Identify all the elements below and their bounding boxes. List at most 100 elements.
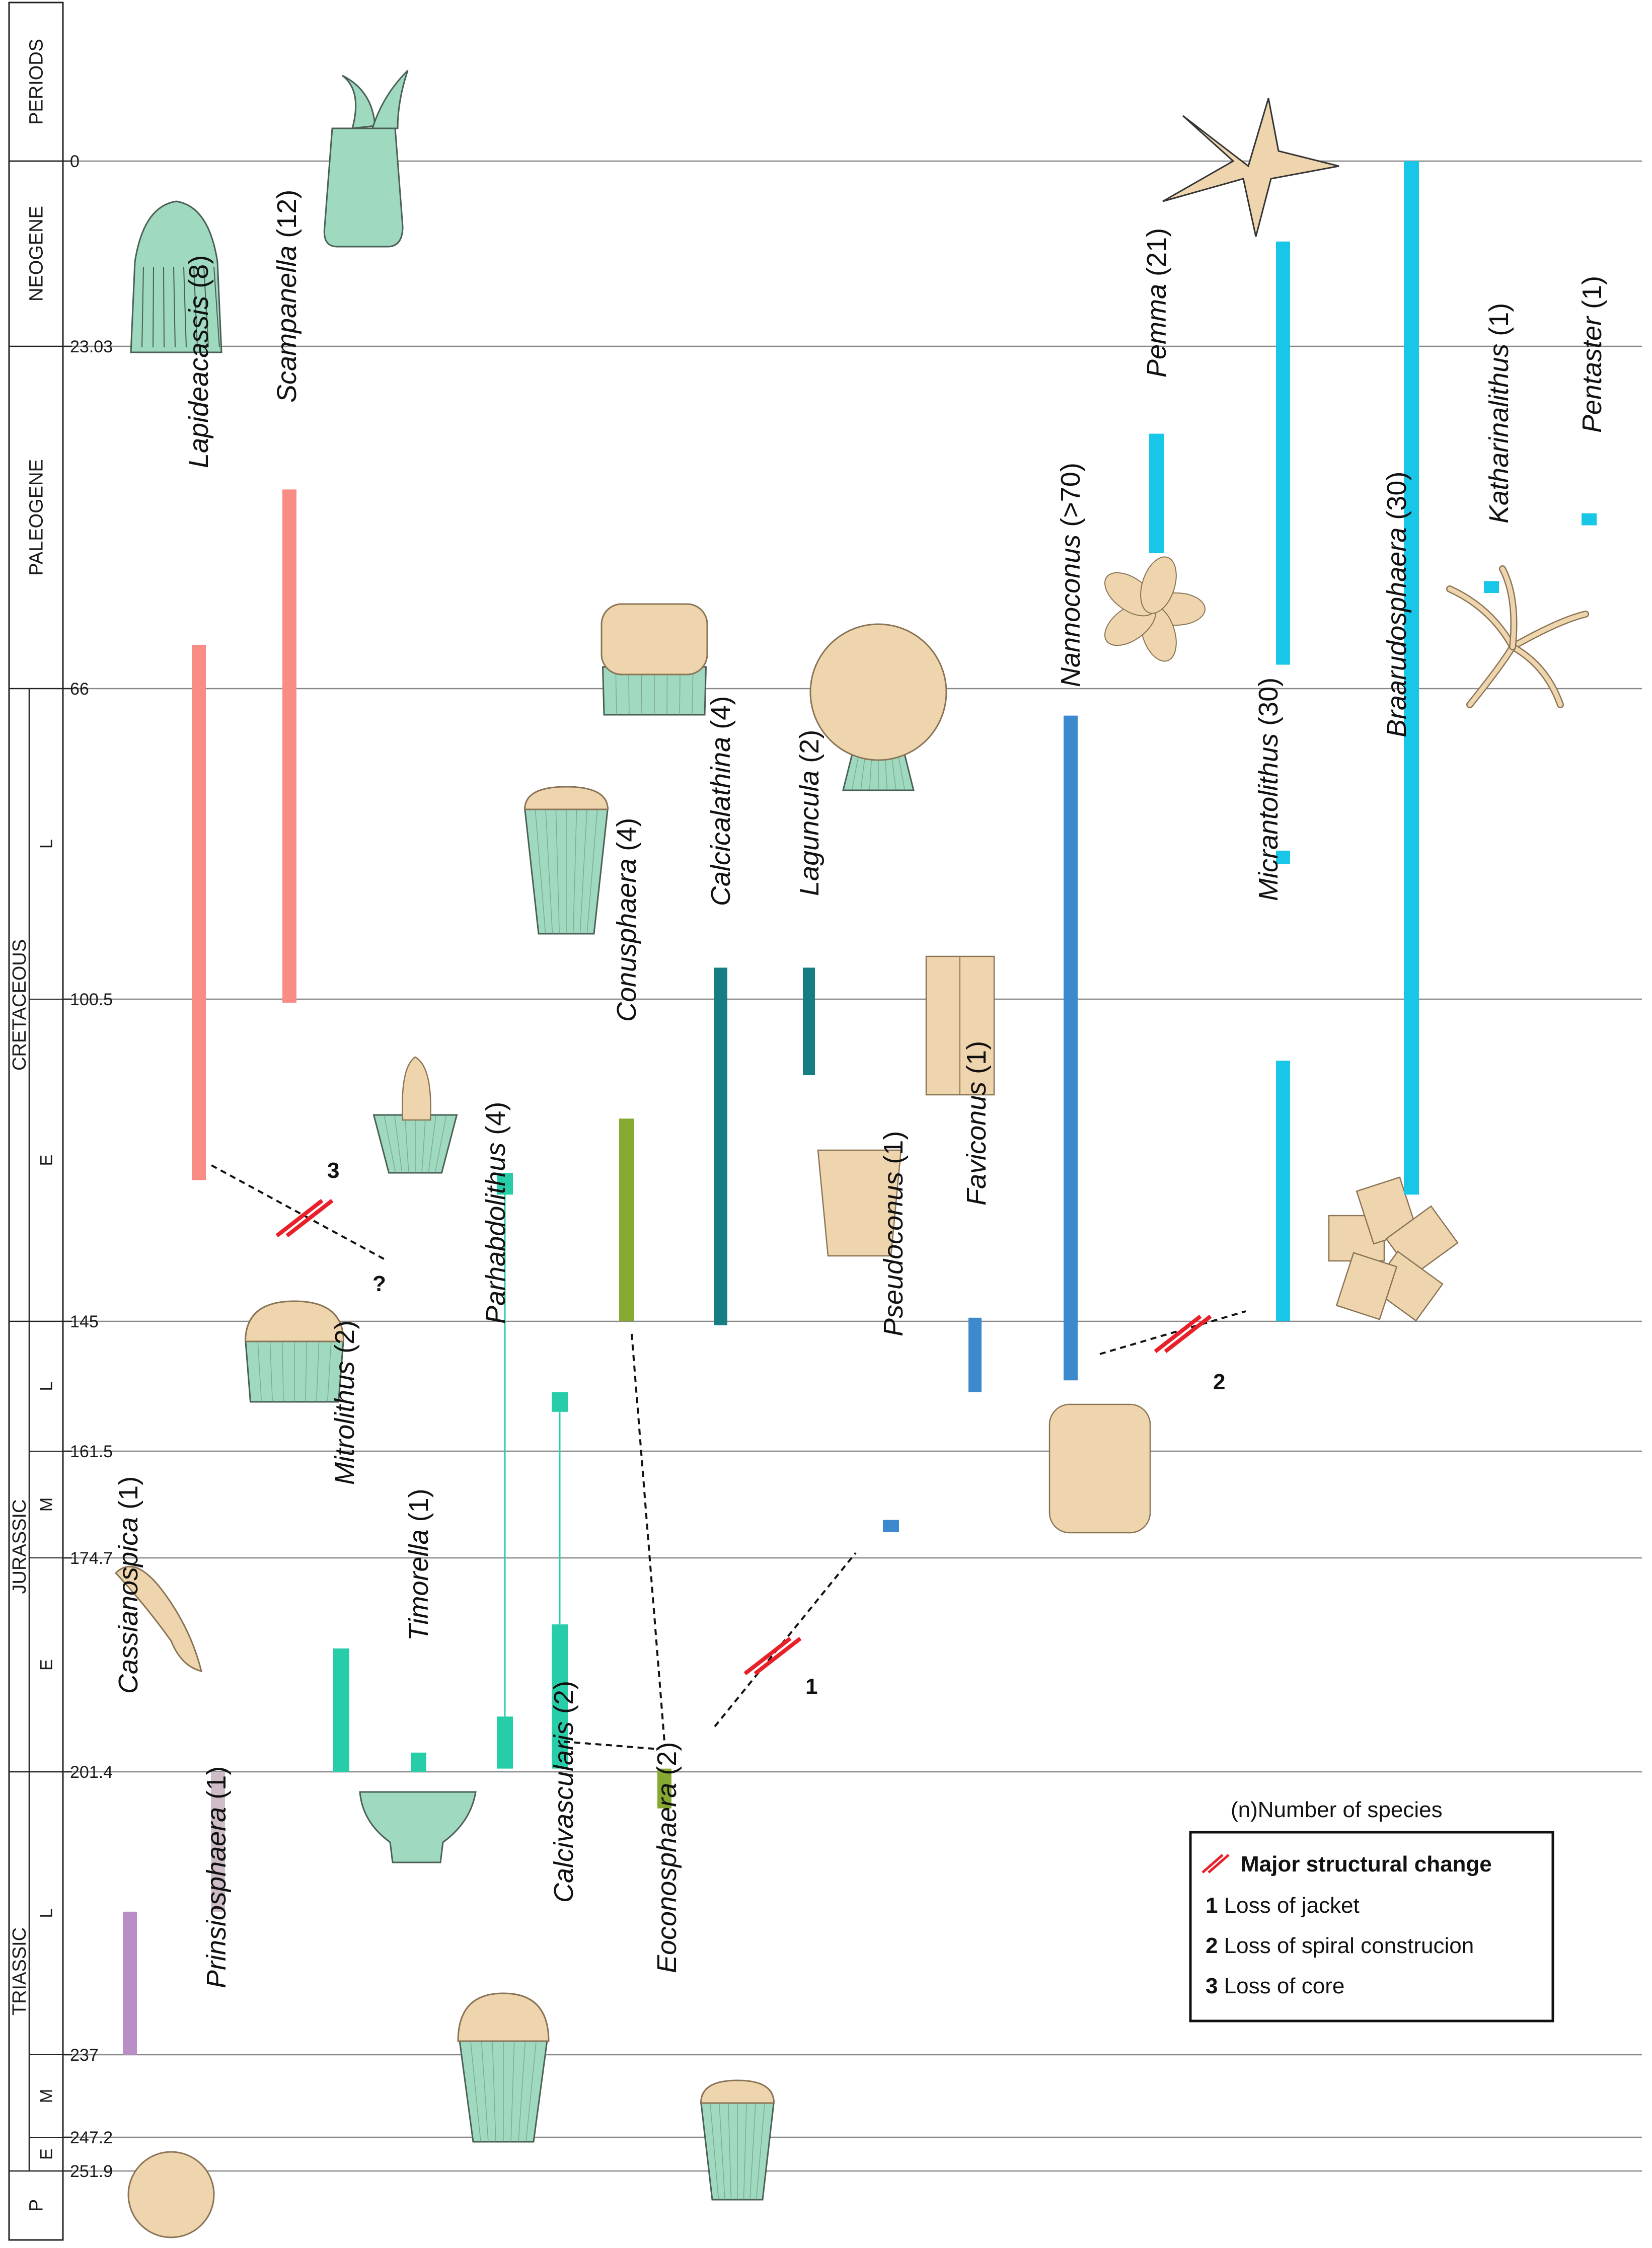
conusphaera-name: Conusphaera <box>612 859 642 1022</box>
faviconus-count: (1) <box>961 1041 992 1082</box>
legend-item-number: 1 <box>1206 1893 1218 1918</box>
scampanella-label: Scampanella (12) <box>272 190 302 403</box>
lapideacassis-name: Lapideacassis <box>184 296 214 468</box>
lapideacassis-label: Lapideacassis (8) <box>184 255 214 468</box>
y-tick-label: 66 <box>70 680 89 699</box>
mitrolithus-illustration-ridge <box>327 1338 332 1402</box>
parhabdolithus-base-illustration-ridge <box>428 1114 436 1173</box>
legend-item-text: Loss of spiral construcion <box>1218 1933 1474 1958</box>
katharinalithus-arm <box>1510 612 1588 649</box>
conusphaera-count: (4) <box>612 818 642 859</box>
break-stroke <box>285 1198 334 1238</box>
period-label-paleogene: PALEOGENE <box>26 459 47 576</box>
epoch-label-l: L <box>37 839 56 849</box>
mitrolithus-range-bar <box>333 1648 349 1772</box>
lineage-dashed-line <box>211 1164 388 1262</box>
eoconosphaera-illustration-ridge <box>709 2101 719 2200</box>
pemma-rosette-illustration <box>1104 556 1206 662</box>
eoconosphaera-illustration <box>700 2101 775 2201</box>
katharinalithus-name: Katharinalithus <box>1484 344 1514 523</box>
mitrolithus-count: (2) <box>330 1320 360 1361</box>
parhabdolithus-range-bar <box>497 1716 513 1769</box>
conusphaera-label: Conusphaera (4) <box>612 818 642 1022</box>
legend-item-number: 3 <box>1206 1974 1218 1998</box>
laguncula-ring-illustration-ridge <box>897 755 906 791</box>
laguncula-sphere-illustration <box>809 623 947 761</box>
eoconosphaera-illustration-ridge <box>728 2101 732 2200</box>
faviconus-label: Faviconus (1) <box>961 1041 992 1206</box>
laguncula-label: Laguncula (2) <box>794 730 824 896</box>
faviconus-range-bar <box>968 1317 982 1392</box>
lapideacassis-ridge <box>173 266 176 348</box>
mitrolithus-illustration-ridge <box>269 1338 273 1402</box>
legend-item-1: 1 Loss of jacket <box>1206 1893 1360 1918</box>
structural-change-label-2: 2 <box>1213 1370 1225 1394</box>
break-stroke <box>1154 1314 1202 1354</box>
pseudoconus-count: (1) <box>878 1131 909 1172</box>
pentaster-name: Pentaster <box>1577 316 1607 433</box>
scampanella-count: (12) <box>272 190 302 246</box>
calcivascularis-range-bar <box>552 1624 568 1769</box>
laguncula-ring-illustration-ridge <box>860 755 866 791</box>
eoconosphaera-range-bar <box>657 1768 671 1809</box>
laguncula-ring-illustration-ridge <box>891 755 896 791</box>
calcivascularis-illustration-ridge <box>481 2038 489 2142</box>
pentaster-count: (1) <box>1577 276 1607 317</box>
nannoconus-name: Nannoconus <box>1056 535 1086 687</box>
legend-symbol-label: Major structural change <box>1241 1852 1492 1877</box>
calcicalathina-dome-illustration <box>600 603 708 676</box>
laguncula-name: Laguncula <box>794 771 824 896</box>
eoconosphaera-label: Eoconosphaera (2) <box>652 1742 682 1973</box>
legend-title: (n)Number of species <box>1231 1797 1443 1822</box>
eoconosphaera-illustration-ridge <box>719 2101 725 2200</box>
period-label-cretaceous: CRETACEOUS <box>9 939 30 1071</box>
calcivascularis-illustration-ridge <box>492 2038 496 2142</box>
conusphaera-cap-illustration <box>523 786 609 810</box>
parhabdolithus-base-illustration-ridge <box>384 1114 396 1173</box>
katharinalithus-arm <box>1510 644 1563 707</box>
parhabdolithus-base-illustration-ridge <box>434 1114 447 1173</box>
timorella-count: (1) <box>404 1488 434 1529</box>
parhabdolithus-label: Parhabdolithus (4) <box>481 1102 511 1324</box>
y-tick-label: 145 <box>70 1312 99 1331</box>
cassianospica-count: (1) <box>113 1476 143 1517</box>
laguncula-ring-illustration-ridge <box>869 755 872 791</box>
conusphaera-illustration-ridge <box>555 807 560 934</box>
katharinalithus-arm <box>1500 566 1516 649</box>
mitrolithus-name: Mitrolithus <box>330 1361 360 1485</box>
period-label-p: P <box>26 2199 47 2212</box>
conusphaera-illustration <box>523 807 609 935</box>
pentalith-segment <box>1335 1252 1398 1320</box>
timorella-name: Timorella <box>404 1529 434 1641</box>
break-stroke <box>1164 1314 1212 1354</box>
katharinalithus-arm <box>1447 586 1515 649</box>
epoch-label-l: L <box>37 1909 56 1918</box>
lapideacassis-ridge <box>141 266 144 348</box>
conusphaera-illustration-ridge <box>573 807 577 934</box>
legend-item-3: 3 Loss of core <box>1206 1974 1344 1998</box>
micrantolithus-label: Micrantolithus (30) <box>1253 678 1284 901</box>
y-tick-label: 247.2 <box>70 2128 113 2147</box>
eoconosphaera-illustration-ridge <box>756 2101 766 2200</box>
legend-item-number: 2 <box>1206 1933 1218 1958</box>
braarudosphaera-range-bar <box>1404 161 1419 1195</box>
calcivascularis-illustration-ridge <box>510 2038 515 2142</box>
legend-box <box>1189 1831 1554 2022</box>
mitrolithus-label: Mitrolithus (2) <box>330 1320 360 1485</box>
break-stroke <box>754 1636 802 1676</box>
y-tick-label: 23.03 <box>70 337 113 356</box>
legend-break-stroke <box>1208 1854 1230 1874</box>
pseudoconus-range-bar <box>883 1520 899 1532</box>
mitrolithus-illustration <box>244 1338 345 1403</box>
break-stroke <box>743 1636 792 1676</box>
star-nannolith-illustration <box>1162 98 1339 237</box>
nannoconus-label: Nannoconus (>70) <box>1056 463 1086 687</box>
calcicalathina-count: (4) <box>706 696 736 737</box>
uncertain-link-mark: ? <box>372 1271 386 1296</box>
y-tick-label: 201.4 <box>70 1763 113 1782</box>
pemma-range-bar <box>1149 433 1164 553</box>
conusphaera-illustration-ridge <box>535 807 546 934</box>
lapideacassis-illustration <box>130 200 222 353</box>
period-label-neogene: NEOGENE <box>26 206 47 302</box>
